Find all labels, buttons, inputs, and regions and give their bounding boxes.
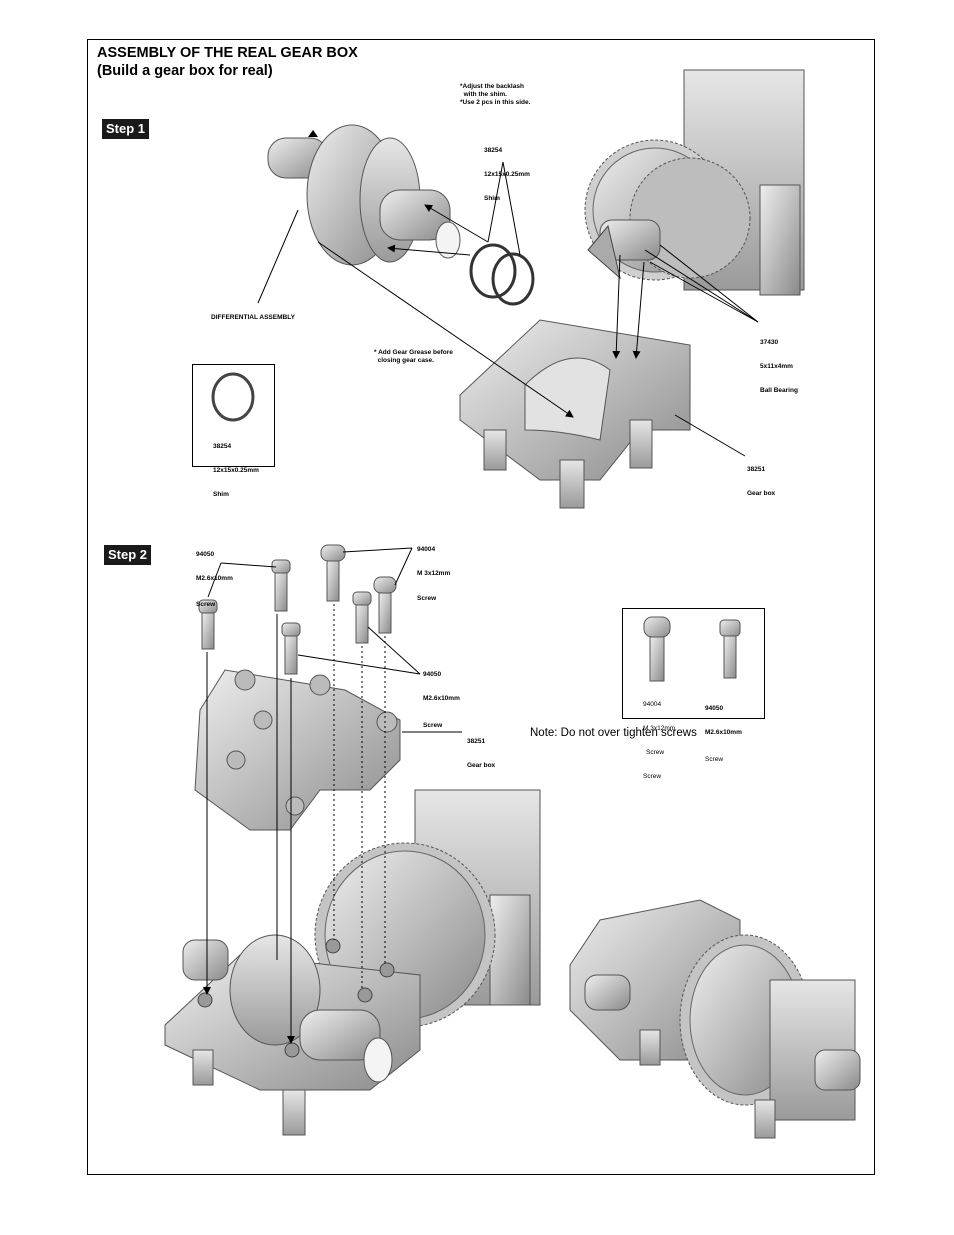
completed-gearbox	[569, 899, 861, 1139]
step-1-badge: Step 1	[102, 119, 150, 139]
shim-label: 38254 12x15x0.25mm Shim	[484, 147, 530, 202]
shim-count-note: *Use 2 pcs in this side.	[460, 99, 531, 106]
legend-screws	[643, 616, 741, 682]
title-line-2: (Build a gear box for real)	[97, 63, 273, 79]
screw-b-label: 94004 M 3x12mm Screw	[417, 546, 451, 602]
shim-pair	[469, 243, 535, 306]
differential-label: DIFFERENTIAL ASSEMBLY	[211, 314, 295, 321]
shim-legend-box: 38254 12x15x0.25mm Shim	[192, 364, 275, 498]
legend-shim-label: 38254 12x15x0.25mm Shim	[213, 443, 259, 498]
screw-a-label: 94050 M2.6x10mm Screw	[196, 551, 233, 608]
legend-screw-left-label: 94004 M 3x12mm Screw Screw	[643, 701, 676, 780]
spur-gear-frame	[584, 69, 805, 296]
gearbox-label-step1: 38251 Gear box	[747, 466, 776, 497]
tighten-note: Note: Do not over tighten screws	[530, 727, 697, 739]
title-line-1: ASSEMBLY OF THE REAL GEAR BOX	[97, 45, 358, 61]
backlash-note: *Adjust the backlash with the shim.	[460, 83, 524, 98]
legend-screw-right-label: 94050 M2.6x10mm Screw	[705, 705, 742, 763]
step1-leaders	[257, 161, 759, 457]
differential-assembly	[267, 124, 461, 266]
step-2-badge: Step 2	[104, 545, 152, 565]
gear-box-lower-half	[459, 319, 691, 509]
main-assembly	[164, 789, 541, 1136]
grease-note: * Add Gear Grease before closing gear ca…	[374, 349, 453, 364]
legend-shim-ring	[211, 372, 255, 422]
screw-legend-box: 94004 M 3x12mm Screw Screw 94050 M2.6x10…	[622, 608, 765, 780]
page-frame	[87, 39, 875, 1175]
gear-box-cover	[194, 669, 401, 831]
screws-exploded	[198, 544, 397, 675]
gearbox-label-step2: 38251 Gear box	[467, 738, 496, 769]
screw-c-label: 94050 M2.6x10mm Screw	[423, 671, 460, 729]
step2-leaders	[203, 547, 462, 1044]
page-title: ASSEMBLY OF THE REAL GEAR BOX (Build a g…	[97, 44, 358, 80]
step2-dotted-leaders	[333, 604, 386, 988]
bearing-label: 37430 5x11x4mm Ball Bearing	[760, 339, 798, 394]
